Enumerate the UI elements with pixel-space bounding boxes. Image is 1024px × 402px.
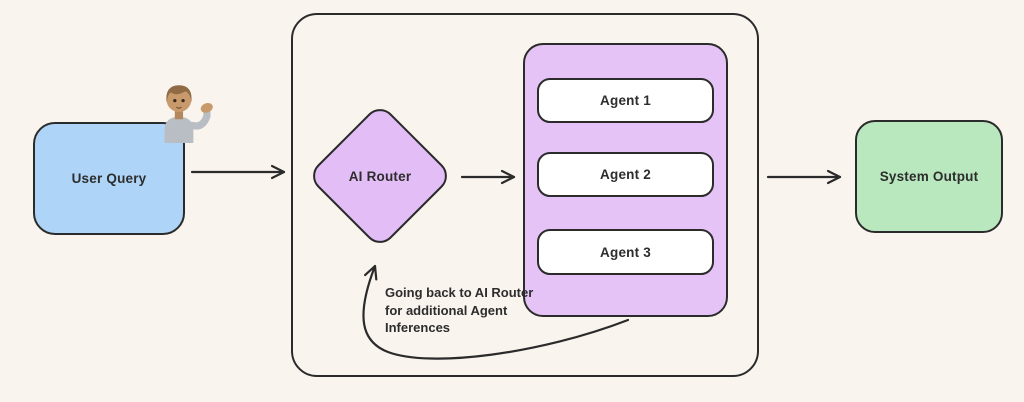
user-query-node: User Query	[33, 122, 185, 235]
agents-panel: Agent 1 Agent 2 Agent 3	[523, 43, 728, 317]
agent-2-node: Agent 2	[537, 152, 714, 197]
agent-3-label: Agent 3	[600, 244, 651, 260]
agent-1-label: Agent 1	[600, 93, 651, 108]
user-query-label: User Query	[71, 171, 147, 186]
system-output-label: System Output	[879, 169, 979, 184]
agent-3-node: Agent 3	[537, 229, 714, 275]
person-tipping-hand-icon	[164, 85, 213, 143]
ai-router-label-box: AI Router	[306, 124, 454, 228]
ai-router-label: AI Router	[348, 168, 412, 184]
feedback-note: Going back to AI Router for additional A…	[385, 285, 534, 335]
agent-1-node: Agent 1	[537, 78, 714, 123]
system-output-node: System Output	[855, 120, 1003, 233]
router-system-container	[291, 13, 759, 377]
agent-2-label: Agent 2	[600, 167, 651, 182]
